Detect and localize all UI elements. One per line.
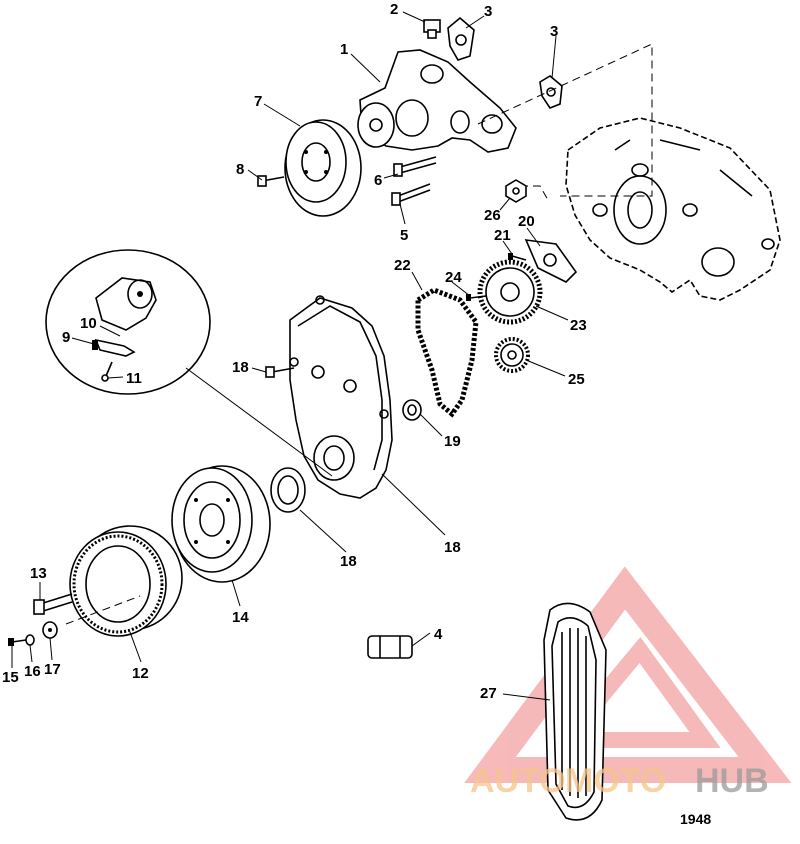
callout-8: 8: [236, 161, 244, 178]
callout-25: 25: [568, 371, 585, 388]
callout-19: 19: [444, 433, 461, 450]
sprocket-bolt-upper: [508, 253, 527, 261]
pulley-bolt: [33, 593, 73, 615]
callout-7: 7: [254, 93, 262, 110]
camshaft-retainer: [524, 239, 578, 283]
watermark-word-auto: AUTO: [470, 762, 566, 800]
pump-gasket-right: [539, 75, 563, 109]
callout-10: 10: [80, 315, 97, 332]
callout-labels: 1 2 3 3 4 5 6 7 8 9 10 11 12 13 14 15 16…: [2, 1, 587, 702]
callout-18b: 18: [340, 553, 357, 570]
pump-stud-upper: [393, 156, 437, 177]
lock-washer: [25, 634, 35, 646]
camshaft-sprocket: [477, 259, 543, 325]
crankshaft-pulley: [69, 525, 183, 637]
callout-11: 11: [126, 370, 142, 387]
callout-27: 27: [480, 685, 497, 702]
bolt-pulley: [257, 175, 285, 187]
callout-6: 6: [374, 172, 382, 189]
flat-washer: [42, 621, 58, 639]
callout-21: 21: [494, 227, 511, 244]
watermark-text: AUTO MOTO HUB: [470, 762, 769, 800]
pump-stud-lower: [391, 183, 431, 206]
engine-block-front: [565, 117, 781, 301]
oil-slinger: [402, 399, 422, 421]
callout-24: 24: [445, 269, 462, 286]
callout-18c: 18: [444, 539, 461, 556]
callout-2: 2: [390, 1, 398, 18]
callout-26: 26: [484, 207, 501, 224]
callout-4: 4: [434, 626, 443, 643]
inset-leader: [185, 367, 333, 477]
watermark-logo: [464, 566, 792, 783]
water-pump: [357, 49, 517, 153]
sprocket-nut: [505, 179, 527, 203]
serpentine-belt: [543, 602, 607, 821]
washer-small-bolt: [8, 638, 27, 646]
callout-22: 22: [394, 257, 411, 274]
callout-15: 15: [2, 669, 19, 686]
crankshaft-sprocket: [494, 337, 530, 373]
callout-18a: 18: [232, 359, 249, 376]
callout-1: 1: [340, 41, 348, 58]
drain-plug: [423, 19, 441, 39]
callout-20: 20: [518, 213, 535, 230]
harmonic-balancer: [171, 465, 271, 583]
figure-number: 1948: [680, 811, 711, 827]
callout-3a: 3: [484, 3, 492, 20]
callout-23: 23: [570, 317, 587, 334]
pump-pulley: [284, 119, 362, 217]
callout-14: 14: [232, 609, 249, 626]
front-seal: [270, 467, 306, 513]
callout-13: 13: [30, 565, 47, 582]
callout-9: 9: [62, 329, 70, 346]
timing-cover: [289, 295, 393, 499]
timing-chain: [415, 287, 479, 418]
leader-lines: [11, 11, 569, 701]
callout-16: 16: [24, 663, 41, 680]
sleeve: [367, 635, 413, 659]
callout-12: 12: [132, 665, 149, 682]
watermark-word-moto: MOTO: [565, 762, 666, 800]
callout-5: 5: [400, 227, 408, 244]
watermark-word-hub: HUB: [695, 762, 769, 800]
detail-inset: [45, 249, 211, 395]
sprocket-bolt-lower: [466, 294, 487, 301]
callout-17: 17: [44, 661, 61, 678]
callout-3b: 3: [550, 23, 558, 40]
pump-gasket-left: [447, 16, 475, 61]
